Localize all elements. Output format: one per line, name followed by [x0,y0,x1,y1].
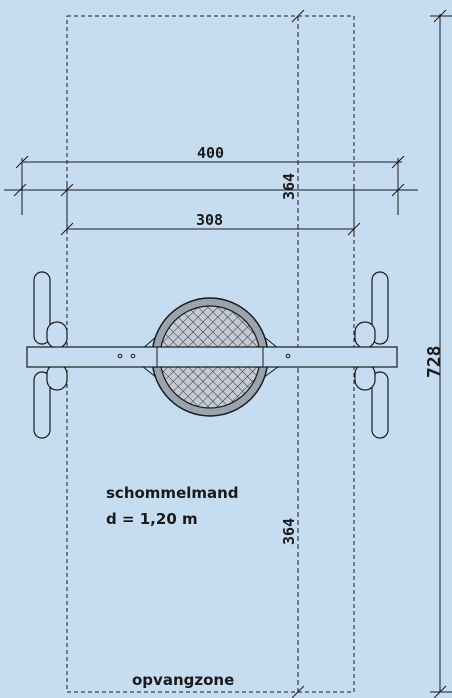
dimension-728-label: 728 [424,345,445,378]
dimension-728 [430,9,452,698]
dimension-364-top-label: 364 [280,173,298,200]
frame-leg-right [354,271,389,439]
dimension-364-bottom [291,685,305,698]
basket-diameter-label: d = 1,20 m [106,510,198,528]
dimension-364-bottom-label: 364 [280,518,298,545]
dimension-308-label: 308 [196,211,223,229]
dimension-400 [15,155,405,215]
safety-zone-label: opvangzone [132,671,234,689]
swing-beam [26,346,398,368]
frame-leg-left [33,271,68,439]
basket-name-label: schommelmand [106,484,239,502]
reference-line-horizontal [4,183,418,197]
dimension-400-label: 400 [197,144,224,162]
dimension-308 [60,184,361,236]
